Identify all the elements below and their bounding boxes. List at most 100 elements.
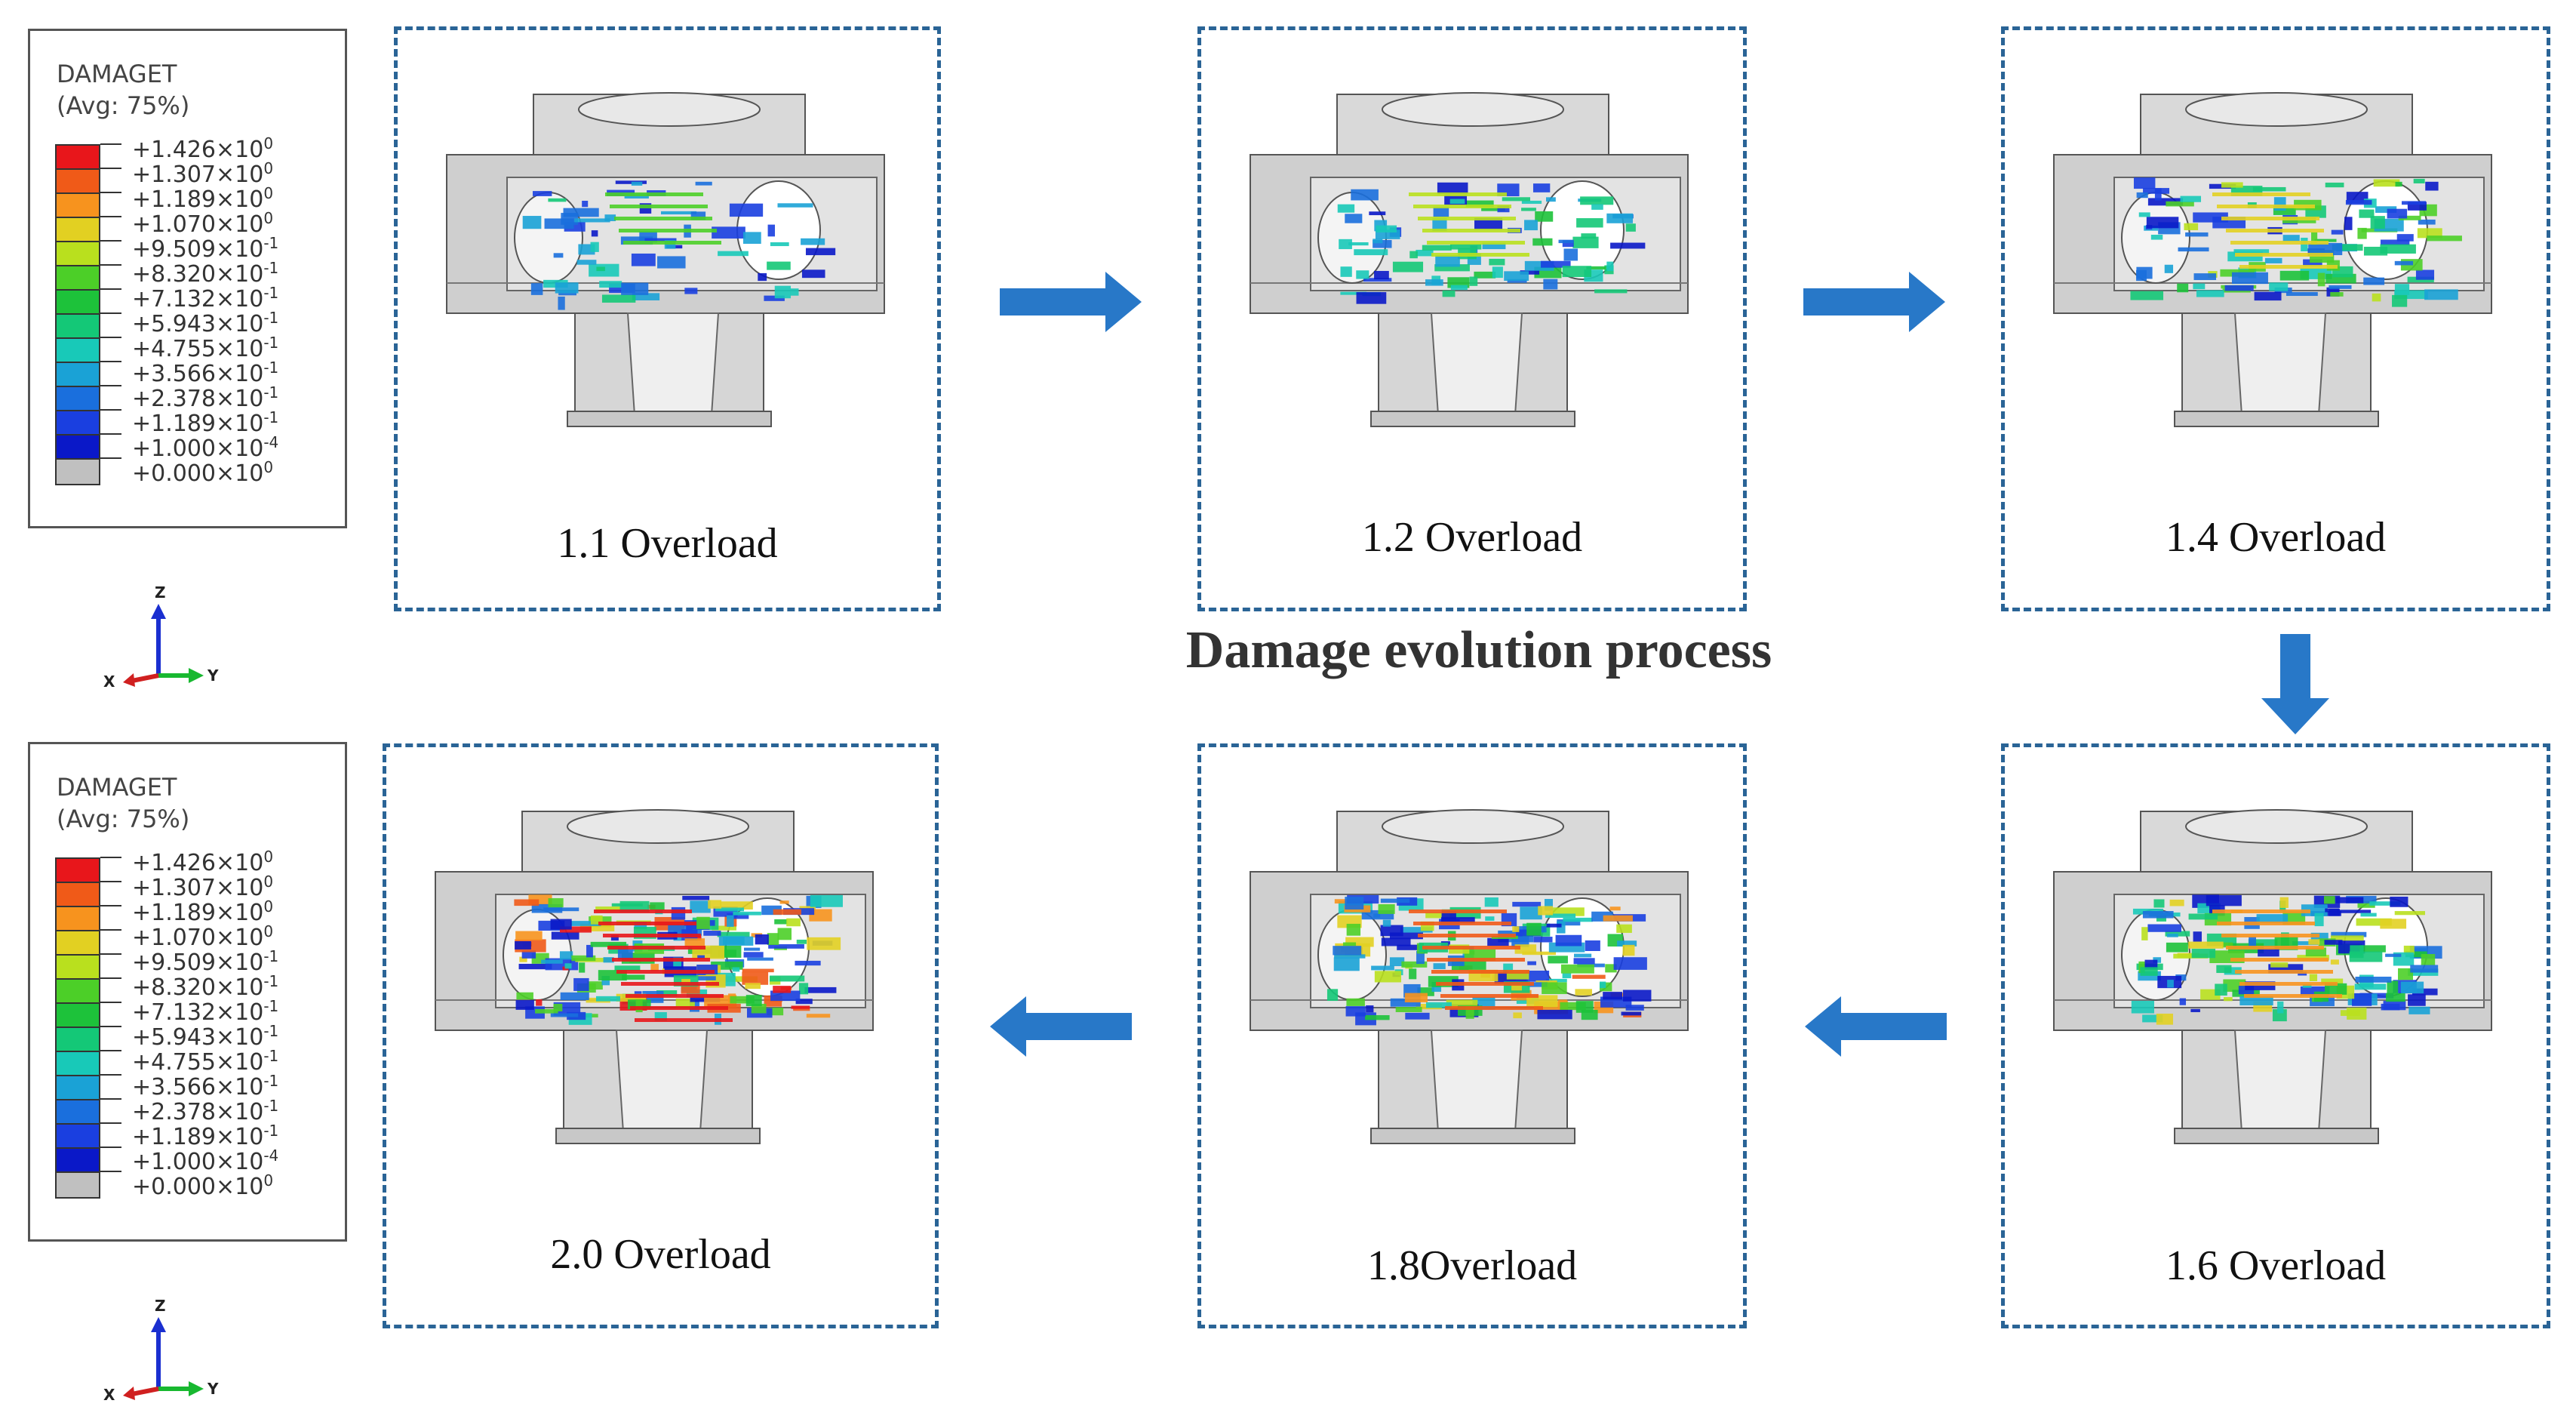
legend-swatch: [57, 1076, 99, 1100]
legend-swatch: [57, 1028, 99, 1052]
axis-y-label: Y: [207, 666, 219, 685]
legend-label: +1.189×100: [132, 897, 274, 926]
legend-colorbar: [55, 857, 100, 1199]
legend-swatch: [57, 242, 99, 266]
legend-label: +1.000×10-4: [132, 1147, 279, 1175]
right-arrow-icon: [1000, 272, 1142, 332]
legend-label: +1.070×100: [132, 922, 274, 951]
frame-2-0-overload: 2.0 Overload: [383, 743, 939, 1328]
legend-swatch: [57, 1125, 99, 1149]
legend-label: +9.509×10-1: [132, 947, 279, 976]
legend-label: +5.943×10-1: [132, 309, 279, 337]
left-arrow-icon: [990, 996, 1132, 1057]
model-render: [424, 79, 907, 502]
frame-1-2-overload: 1.2 Overload: [1197, 26, 1747, 611]
legend-colorbar: [55, 144, 100, 485]
legend-swatch: [57, 883, 99, 907]
axis-x-label: X: [103, 1386, 115, 1400]
frame-1-8-overload: 1.8Overload: [1197, 743, 1747, 1328]
legend-labels: +1.426×100+1.307×100+1.189×100+1.070×100…: [132, 845, 279, 1200]
frame-1-6-overload: 1.6 Overload: [2001, 743, 2550, 1328]
legend-swatch: [57, 907, 99, 931]
legend-swatch: [57, 1173, 99, 1197]
legend-swatch: [57, 339, 99, 363]
legend-label: +2.378×10-1: [132, 383, 279, 412]
legend-label: +7.132×10-1: [132, 997, 279, 1026]
legend-label: +0.000×100: [132, 458, 274, 487]
legend-label: +0.000×100: [132, 1171, 274, 1200]
legend-swatch: [57, 1149, 99, 1173]
frame-caption: 1.2 Overload: [1361, 514, 1583, 561]
legend-swatch: [57, 194, 99, 218]
model-render: [1228, 79, 1711, 502]
legend-labels: +1.426×100+1.307×100+1.189×100+1.070×100…: [132, 131, 279, 487]
down-arrow-icon: [2261, 634, 2329, 734]
axis-z-label: Z: [155, 583, 166, 602]
legend-swatch: [57, 146, 99, 170]
legend-label: +5.943×10-1: [132, 1022, 279, 1051]
axis-triad: Z X Y: [87, 1294, 223, 1404]
legend-swatch: [57, 218, 99, 242]
valve-body-model: [2053, 92, 2492, 427]
legend-swatch: [57, 315, 99, 339]
legend-label: +1.189×10-1: [132, 1122, 279, 1150]
legend-label: +7.132×10-1: [132, 284, 279, 312]
valve-body-model: [1250, 809, 1689, 1144]
frame-1-1-overload: 1.1 Overload: [394, 26, 941, 611]
frame-caption: 1.8Overload: [1366, 1242, 1578, 1289]
legend-swatch: [57, 387, 99, 411]
legend-label: +1.070×100: [132, 209, 274, 238]
legend-label: +1.426×100: [132, 848, 274, 876]
valve-body-model: [446, 92, 885, 427]
legend-label: +3.566×10-1: [132, 359, 279, 387]
frame-caption: 2.0 Overload: [550, 1231, 771, 1278]
legend-label: +2.378×10-1: [132, 1097, 279, 1125]
legend-swatch: [57, 1100, 99, 1125]
legend-averaging: (Avg: 75%): [57, 805, 190, 833]
legend-label: +1.307×100: [132, 873, 274, 901]
valve-body-model: [2053, 809, 2492, 1144]
legend-label: +8.320×10-1: [132, 259, 279, 288]
model-render: [1228, 796, 1711, 1219]
legend-label: +4.755×10-1: [132, 1047, 279, 1076]
diagram-title: Damage evolution process: [1185, 621, 1772, 679]
right-arrow-icon: [1803, 272, 1945, 332]
damage-legend-top: DAMAGET (Avg: 75%) +1.426×100+1.307×100+…: [28, 29, 347, 528]
legend-swatch: [57, 266, 99, 291]
damage-legend-bottom: DAMAGET (Avg: 75%) +1.426×100+1.307×100+…: [28, 742, 347, 1242]
legend-label: +1.189×10-1: [132, 408, 279, 437]
legend-swatch: [57, 363, 99, 387]
legend-swatch: [57, 460, 99, 484]
axis-z-label: Z: [155, 1297, 166, 1315]
axis-x-label: X: [103, 673, 115, 687]
axis-triad: Z X Y: [87, 581, 223, 691]
legend-variable: DAMAGET: [57, 60, 177, 88]
legend-swatch: [57, 859, 99, 883]
legend-label: +9.509×10-1: [132, 234, 279, 263]
legend-label: +1.000×10-4: [132, 433, 279, 462]
legend-swatch: [57, 291, 99, 315]
model-render: [2031, 796, 2514, 1219]
legend-swatch: [57, 956, 99, 980]
legend-label: +1.189×100: [132, 184, 274, 213]
legend-swatch: [57, 931, 99, 956]
left-arrow-icon: [1805, 996, 1947, 1057]
frame-caption: 1.4 Overload: [2165, 514, 2387, 561]
model-render: [413, 796, 896, 1219]
legend-label: +1.307×100: [132, 159, 274, 188]
legend-swatch: [57, 436, 99, 460]
legend-averaging: (Avg: 75%): [57, 91, 190, 120]
legend-label: +8.320×10-1: [132, 972, 279, 1001]
legend-swatch: [57, 170, 99, 194]
axis-y-label: Y: [207, 1380, 219, 1398]
legend-swatch: [57, 980, 99, 1004]
model-render: [2031, 79, 2514, 502]
legend-variable: DAMAGET: [57, 773, 177, 802]
legend-label: +1.426×100: [132, 134, 274, 163]
legend-label: +4.755×10-1: [132, 334, 279, 362]
frame-caption: 1.1 Overload: [557, 520, 778, 567]
frame-1-4-overload: 1.4 Overload: [2001, 26, 2550, 611]
legend-label: +3.566×10-1: [132, 1072, 279, 1100]
valve-body-model: [1250, 92, 1689, 427]
frame-caption: 1.6 Overload: [2165, 1242, 2387, 1289]
